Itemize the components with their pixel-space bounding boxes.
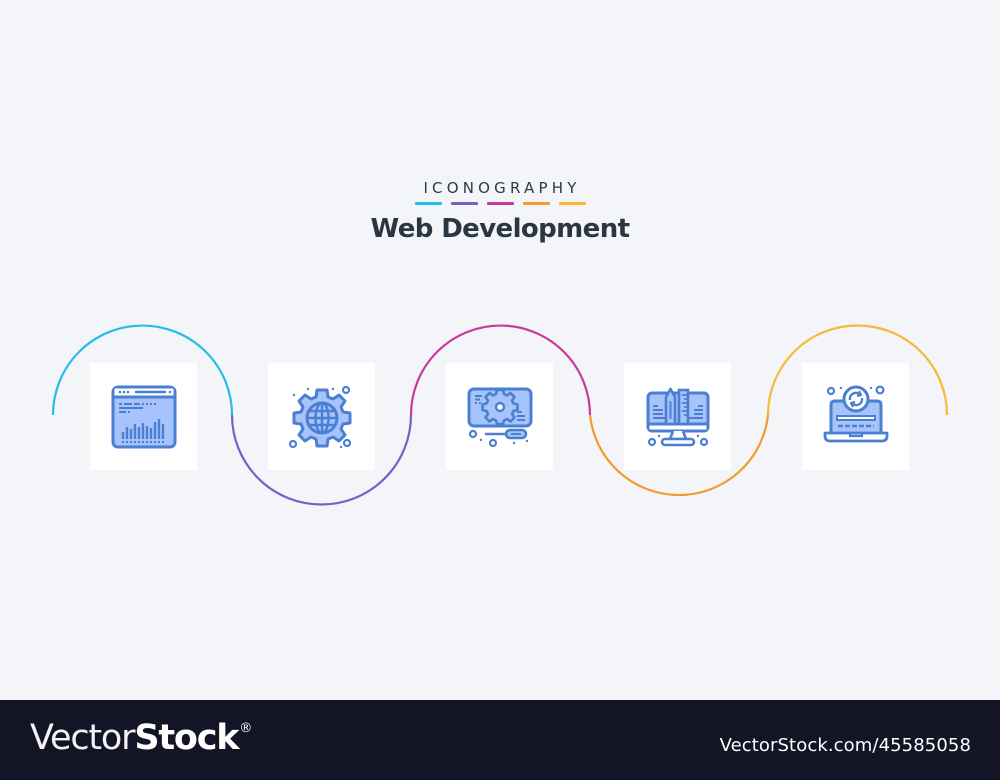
brand-light: Vector (30, 718, 136, 758)
dash-orange (522, 202, 550, 205)
icon-tile-laptop-sync (802, 363, 909, 470)
web-analytics-icon (111, 385, 176, 448)
dash-purple (450, 202, 478, 205)
icon-tile-web-analytics (90, 363, 197, 470)
icon-tile-global-settings (268, 363, 375, 470)
icon-tile-web-maintenance (446, 363, 553, 470)
dash-cyan (414, 202, 442, 205)
wave-connector (51, 324, 949, 506)
page-title: Web Development (370, 214, 631, 244)
stock-id-link[interactable]: VectorStock.com/45585058 (719, 735, 971, 756)
brand-bold: Stock (134, 718, 239, 758)
header: ICONOGRAPHY Web Development (0, 178, 1000, 244)
curve-2 (230, 414, 413, 506)
dash-yellow (558, 202, 586, 205)
color-dashes (0, 202, 1000, 205)
web-maintenance-icon (467, 387, 532, 447)
curve-3 (409, 324, 592, 416)
eyebrow-label: ICONOGRAPHY (423, 179, 581, 197)
web-design-icon (646, 387, 709, 446)
curve-5 (766, 324, 949, 416)
registered-mark: ® (239, 721, 252, 736)
vectorstock-logo[interactable]: VectorStock® (30, 718, 252, 758)
dash-magenta (486, 202, 514, 205)
laptop-sync-icon (823, 384, 888, 442)
global-settings-icon (288, 385, 351, 448)
curve-1 (51, 324, 234, 416)
footer-bar: VectorStock® VectorStock.com/45585058 (0, 700, 1000, 780)
icon-tile-web-design (624, 363, 731, 470)
curve-4 (588, 414, 770, 497)
